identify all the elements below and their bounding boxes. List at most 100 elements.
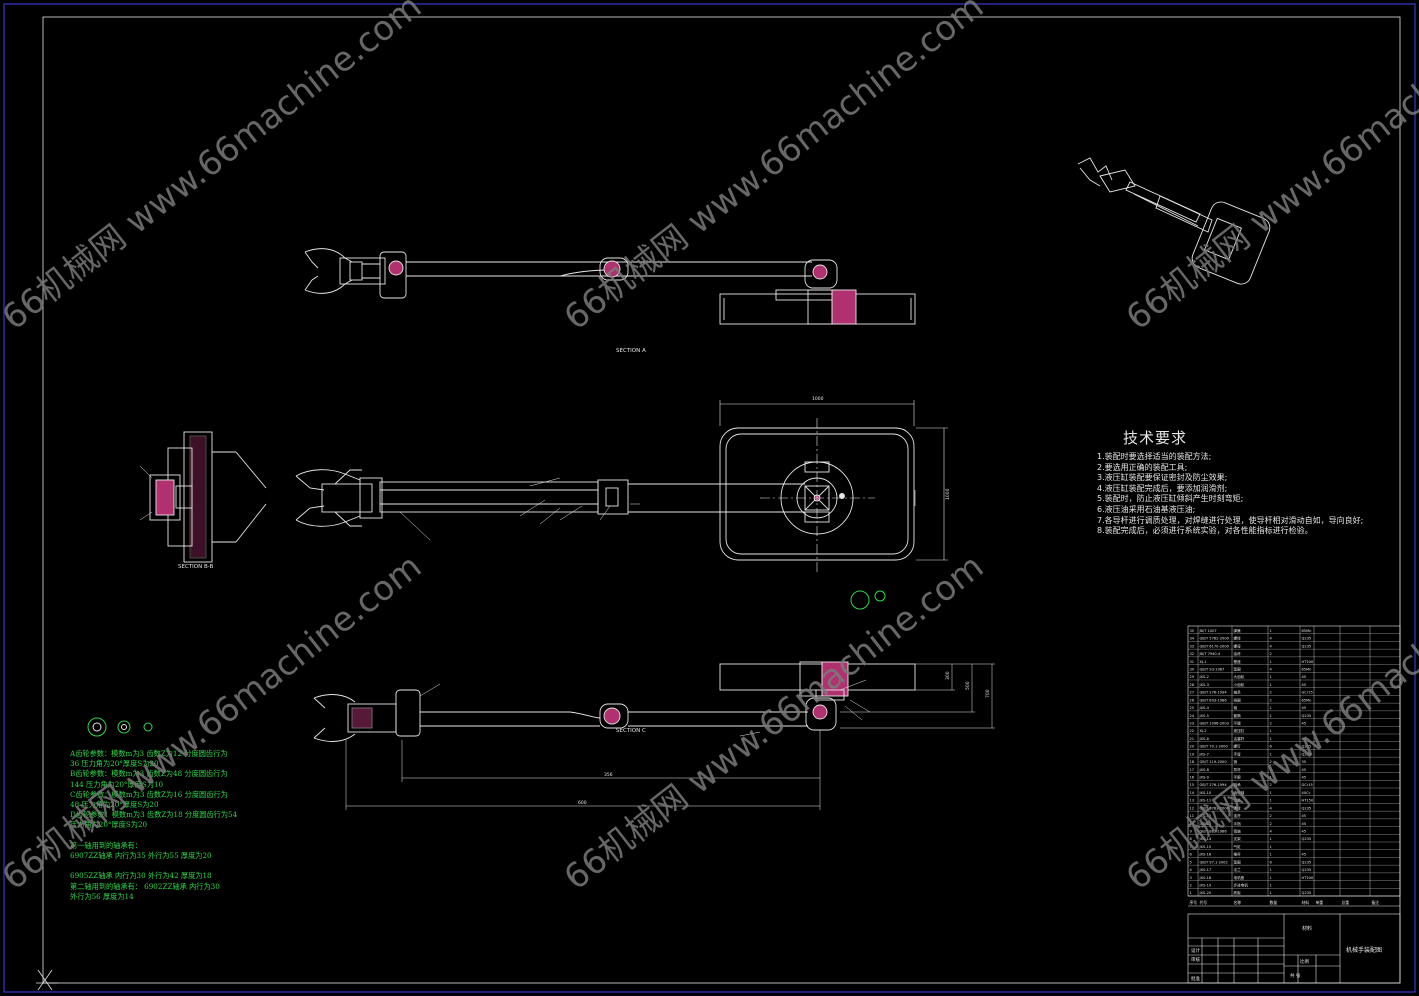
bom-cell: 45: [1302, 814, 1307, 818]
bom-header-cell: 名称: [1234, 900, 1242, 905]
bom-cell: 45: [1302, 737, 1307, 741]
bom-cell: GB/T 1096-2003: [1200, 721, 1229, 725]
bom-cell: 15: [1190, 783, 1195, 787]
bom-cell: 22: [1190, 729, 1195, 733]
bom-cell: 45: [1302, 675, 1307, 679]
bom-cell: 挡圈: [1234, 697, 1242, 702]
bom-cell: 小齿轮: [1234, 682, 1245, 687]
bottom-right-dim-2: 500: [965, 681, 971, 690]
bom-cell: 气缸: [1234, 844, 1242, 849]
bom-cell: 3: [1190, 876, 1192, 880]
bom-cell: 大齿轮: [1234, 674, 1245, 679]
bom-cell: 45: [1302, 721, 1307, 725]
bom-header-cell: 材料: [1302, 900, 1310, 905]
bom-cell: 21: [1190, 737, 1195, 741]
bom-cell: 齿轮轴: [1234, 790, 1245, 795]
bom-cell: JB/T 1007: [1199, 629, 1217, 633]
bom-cell: 5: [1190, 860, 1192, 864]
bom-cell: 1: [1270, 876, 1272, 880]
bom-cell: GB/T 93-1987: [1200, 667, 1225, 671]
bom-header-cell: 数量: [1270, 900, 1278, 905]
bom-cell: 4: [1190, 868, 1193, 872]
tech-requirement-line: 8.装配完成后，必须进行系统实验，对各性能指标进行检验。: [1097, 526, 1313, 536]
bom-cell: JXS-20: [1199, 891, 1212, 895]
bom-cell: 33: [1190, 644, 1195, 648]
bom-cell: Q235: [1302, 860, 1312, 864]
tech-requirement-line: 5.装配时，防止液压缸倾斜产生时刻弯矩;: [1097, 494, 1244, 504]
bom-cell: JXS-19: [1199, 883, 1212, 887]
bom-cell: 2: [1270, 814, 1272, 818]
bom-cell: GB/T 119-2000: [1200, 760, 1228, 764]
bom-cell: 30: [1190, 667, 1195, 671]
bom-cell: 24: [1190, 714, 1195, 718]
gear-note-line: [70, 861, 270, 871]
bom-cell: JXS-9: [1199, 775, 1210, 779]
bom-cell: Q235: [1302, 745, 1312, 749]
bom-cell: Q235: [1302, 752, 1312, 756]
bom-cell: HT200: [1302, 660, 1314, 664]
bom-cell: 手腕: [1234, 774, 1242, 779]
gear-note-line: 压力角为20°厚度S为20: [70, 820, 148, 830]
detail-circles: [87, 590, 886, 737]
gear-note-line: 6907ZZ轴承 内行为35 外行为55 厚度为20: [70, 851, 212, 861]
bom-cell: 31: [1190, 660, 1195, 664]
bom-cell: 28: [1190, 683, 1195, 687]
gear-note-line: A齿轮参数：模数m为3 齿数Z为12 分度圆齿行为: [70, 749, 228, 758]
bom-cell: 9: [1190, 829, 1193, 833]
bom-cell: 13: [1190, 799, 1195, 803]
bom-cell: JXS-4: [1199, 706, 1210, 710]
bom-cell: 支架: [1234, 836, 1242, 841]
bom-cell: Q235: [1302, 644, 1312, 648]
bom-cell: HT200: [1302, 876, 1314, 880]
bottom-dim-1: 356: [604, 772, 613, 778]
bom-cell: JXS-17: [1199, 868, 1212, 872]
bom-cell: XJ-2: [1200, 729, 1207, 733]
bom-cell: 1: [1270, 845, 1272, 849]
bottom-right-dim-3: 700: [985, 689, 991, 698]
bom-cell: 2: [1270, 783, 1272, 787]
bom-cell: JXS-6: [1199, 737, 1210, 741]
bom-cell: Q235: [1302, 868, 1312, 872]
bom-cell: 2: [1270, 760, 1272, 764]
bom-cell: JXS-8: [1199, 768, 1210, 772]
bom-cell: 4: [1270, 667, 1273, 671]
gear-note-line: 144 压力角为20°厚度S为10: [70, 779, 164, 789]
bom-cell: GB/T 882-1986: [1200, 829, 1228, 833]
ucs-icon: [36, 969, 58, 991]
bom-cell: GB/T 70.1-2000: [1200, 745, 1229, 749]
bom-header-cell: 单重: [1316, 900, 1324, 905]
bom-cell: 29: [1190, 675, 1195, 679]
gear-note-line: B齿轮参数：模数m为3 齿数Z为48 分度圆齿行为: [70, 769, 228, 779]
bom-cell: 端盖: [1234, 798, 1242, 803]
bom-cell: GCr15: [1302, 691, 1313, 695]
bom-cell: 电机座: [1234, 875, 1245, 880]
bom-cell: GCr15: [1302, 783, 1313, 787]
plan-height-dim: 1000: [945, 488, 951, 500]
bom-cell: 套筒: [1234, 713, 1242, 718]
bom-cell: 1: [1270, 706, 1272, 710]
plan-view: [295, 400, 948, 575]
bom-cell: GB/T 276-1994: [1200, 783, 1228, 787]
bom-cell: 2: [1270, 768, 1272, 772]
gear-note-line: 6905ZZ轴承 内行为30 外行为42 厚度为18: [70, 871, 212, 881]
top-elevation-view: [304, 248, 916, 325]
bom-cell: JXS-18: [1199, 876, 1212, 880]
bom-cell: GB/T 6170-2000: [1200, 644, 1230, 648]
bom-cell: 6: [1190, 853, 1193, 857]
bom-cell: 19: [1190, 752, 1195, 756]
gear-note-line: 外行为56 厚度为14: [70, 891, 134, 901]
bom-cell: Q235: [1302, 714, 1312, 718]
bom-cell: JXS-2: [1199, 675, 1209, 679]
gear-note-line: 36 压力角为20°厚度S为20: [70, 759, 159, 769]
section-label-bottom: SECTION C: [616, 728, 646, 734]
tech-requirement-line: 4.液压缸装配完成后，要添加润滑剂;: [1097, 483, 1228, 493]
bom-cell: 2: [1270, 652, 1272, 656]
bom-cell: HT150: [1302, 799, 1314, 803]
bom-cell: 液压缸: [1234, 728, 1245, 733]
bom-cell: 35: [1302, 760, 1307, 764]
bom-cell: 底板: [1234, 890, 1242, 895]
bom-cell: 弹簧: [1234, 628, 1242, 633]
tech-requirement-line: 7.各导杆进行调质处理，对焊缝进行处理，使导杆相对滑动自如，导向良好;: [1097, 515, 1364, 525]
bom-cell: 连杆: [1234, 813, 1242, 818]
